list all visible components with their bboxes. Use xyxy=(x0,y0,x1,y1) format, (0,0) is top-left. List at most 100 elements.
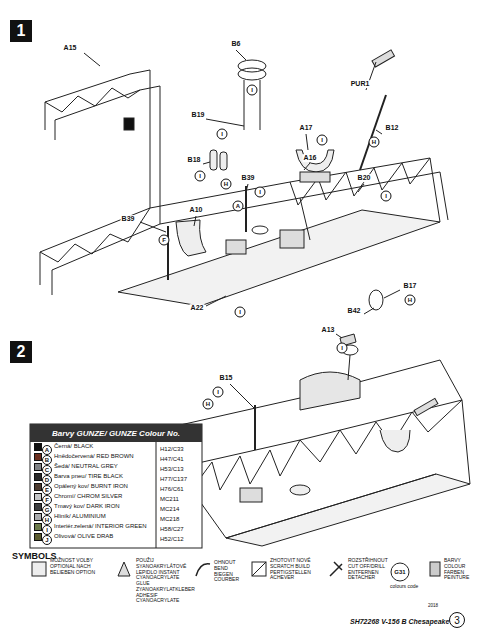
colour-letter: H xyxy=(369,137,380,148)
callout-number: A17 xyxy=(299,124,314,132)
callout-number: B39 xyxy=(241,174,256,182)
callout-number: A13 xyxy=(321,326,336,334)
callout-number: B20 xyxy=(357,174,372,182)
legend-letter: G xyxy=(42,505,52,515)
paint-code: MC211 xyxy=(160,496,179,503)
paint-code: H12/C33 xyxy=(160,446,184,453)
colour-letter: I xyxy=(195,171,206,182)
legend-letter: H xyxy=(42,515,52,525)
callout-number: A15 xyxy=(63,44,78,52)
step2-assembled-frame-stroke xyxy=(462,400,470,484)
callout-number: B12 xyxy=(385,124,400,132)
legend-swatch xyxy=(34,533,42,541)
callout-number: B17 xyxy=(403,282,418,290)
legend-swatch xyxy=(34,453,42,461)
callout-number: PUR1 xyxy=(350,80,371,88)
colour-letter: I xyxy=(247,85,258,96)
step-number: 2 xyxy=(10,341,32,363)
step1-left-truss-stroke xyxy=(45,70,150,102)
step1-left-truss-stroke xyxy=(52,224,160,270)
paint-code: H52/C12 xyxy=(160,536,184,543)
step2-assembled-frame-stroke xyxy=(348,355,350,380)
step1-left-truss-stroke xyxy=(40,208,150,262)
callout-number: A10 xyxy=(189,206,204,214)
leader-lines-stroke xyxy=(206,119,244,126)
colour-letter: H xyxy=(405,295,416,306)
step1-floor-and-frame-stroke xyxy=(430,158,440,222)
callout-number: A22 xyxy=(190,304,205,312)
step2-assembled-frame-stroke xyxy=(226,474,470,546)
symbol-icons-stroke xyxy=(391,563,409,581)
step1-left-truss-stroke xyxy=(52,270,53,295)
step1-floor-and-frame-stroke xyxy=(360,95,386,170)
year: 2018 xyxy=(428,604,438,609)
step1-left-truss-stroke xyxy=(40,208,150,252)
colour-letter: F xyxy=(159,235,170,246)
step1-left-truss xyxy=(40,70,160,295)
page-number: 3 xyxy=(449,612,465,628)
step1-floor-and-frame-stroke xyxy=(245,186,247,232)
legend-letter: J xyxy=(42,535,52,545)
step2-assembled-frame-stroke xyxy=(158,360,440,430)
colour-letter: I xyxy=(337,343,348,354)
step1-left-truss-stroke xyxy=(55,120,56,140)
step1-floor-and-frame-stroke xyxy=(176,220,206,256)
step1-parts-right xyxy=(340,290,383,346)
paint-code: H76/C61 xyxy=(160,486,184,493)
legend-swatch xyxy=(34,463,42,471)
step1-floor-and-frame-stroke xyxy=(296,150,334,172)
step1-floor-and-frame-stroke xyxy=(210,150,217,170)
leader-lines-stroke xyxy=(384,290,400,298)
step1-parts-right-stroke xyxy=(369,290,383,310)
paint-code: H77/C137 xyxy=(160,476,187,483)
colour-letter: H xyxy=(221,179,232,190)
paint-code: MC218 xyxy=(160,516,179,523)
step1-floor-and-frame-stroke xyxy=(252,226,268,234)
step2-assembled-frame-stroke xyxy=(290,485,310,495)
legend-header: Barvy GUNZE/ GUNZE Colour No. xyxy=(30,424,202,442)
colour-letter: I xyxy=(235,307,246,318)
step1-left-truss-stroke xyxy=(40,252,41,285)
node-text: Barvy GUNZE/ GUNZE Colour No. xyxy=(52,429,180,438)
leader-lines-stroke xyxy=(203,162,210,164)
leader-lines-stroke xyxy=(194,216,196,226)
leader-lines xyxy=(84,50,400,408)
legend-text: Tmavý kov/ DARK IRON xyxy=(54,502,120,511)
leader-lines-stroke xyxy=(306,134,308,150)
symbol-text: colours code xyxy=(390,584,420,590)
legend-text: Hnědočervená/ RED BROWN xyxy=(54,452,134,461)
leader-lines-stroke xyxy=(84,53,100,66)
symbol-text: POUŽIJ SYANOAKRYLÁTOVÉ LEPIDLO INSTANT C… xyxy=(136,558,192,604)
legend-letter: A xyxy=(42,445,52,455)
legend-letter: I xyxy=(42,525,52,535)
symbol-text: ROZSTŘIHNOUT CUT OFF/DRILL ENTFERNEN DET… xyxy=(348,558,388,581)
step2-assembled-frame-stroke xyxy=(440,360,462,400)
colour-letter: I xyxy=(213,387,224,398)
paint-code: MC214 xyxy=(160,506,179,513)
symbol-icons-stroke xyxy=(118,562,130,576)
step2-assembled-frame-stroke xyxy=(300,372,360,410)
legend-letter: B xyxy=(42,455,52,465)
callout-number: B6 xyxy=(231,40,242,48)
leader-lines-stroke xyxy=(364,308,374,314)
symbol-icons-stroke xyxy=(430,562,440,576)
step1-floor-and-frame-stroke xyxy=(280,230,304,248)
step2-assembled-frame-stroke xyxy=(414,398,438,415)
legend-letter: C xyxy=(42,465,52,475)
step1-left-truss-stroke xyxy=(45,102,46,130)
leader-lines-stroke xyxy=(206,296,226,306)
legend-letter: F xyxy=(42,495,52,505)
step1-left-truss-stroke xyxy=(150,70,151,208)
step-number: 1 xyxy=(10,20,32,42)
symbol-text: ZHOTOVIT NOVÉ SCRATCH BUILD PERTIGSTELLE… xyxy=(270,558,326,581)
callout-number: B39 xyxy=(121,215,136,223)
step1-floor-and-frame-stroke xyxy=(150,158,430,208)
callout-number: B42 xyxy=(347,307,362,315)
colour-letter: I xyxy=(317,135,328,146)
colour-code: G31 xyxy=(394,569,405,576)
step2-assembled-frame-stroke xyxy=(254,405,256,450)
step1-floor-and-frame-stroke xyxy=(226,240,246,254)
step1-floor-and-frame-stroke xyxy=(238,68,266,80)
